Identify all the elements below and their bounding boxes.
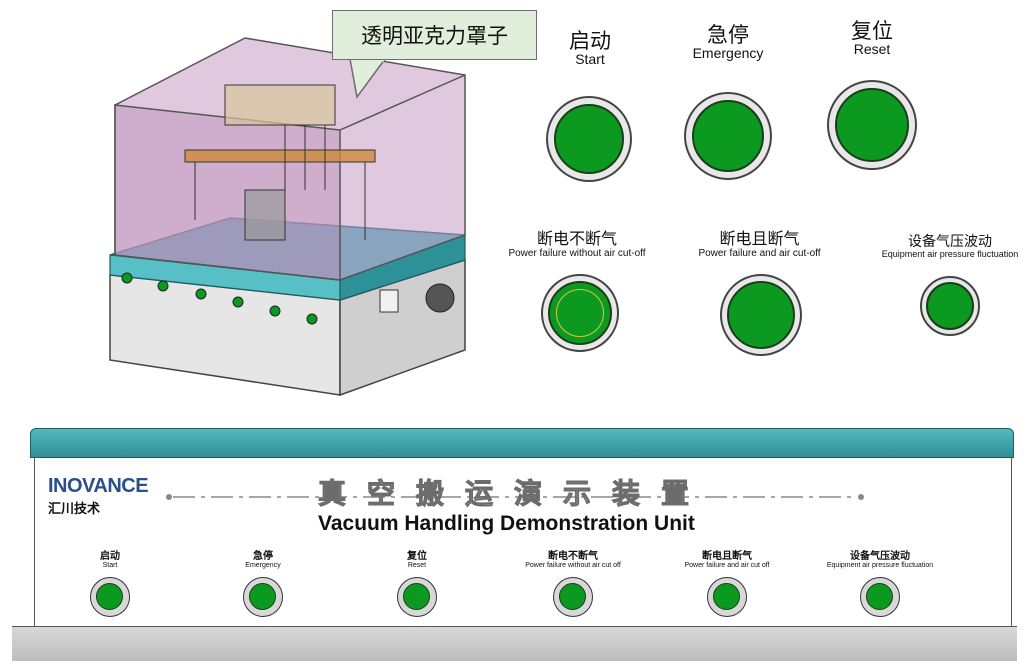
- panel-label-cn: 复位: [407, 551, 427, 562]
- panel-label-en: Start: [102, 562, 118, 569]
- panel-label-start: 启动 Start: [10, 547, 210, 569]
- emergency-button-light: [692, 100, 764, 172]
- panel-label-power-fail-no-air-cut: 断电不断气 Power failure without air cut off: [473, 547, 673, 569]
- legend-label-cn: 断电且断气: [719, 229, 800, 248]
- legend-label-cn: 设备气压波动: [908, 234, 992, 250]
- legend-label-en: Reset: [853, 41, 891, 58]
- panel-label-en: Power failure and air cut off: [684, 562, 770, 569]
- highlight-ring: [556, 289, 604, 337]
- brand-logo-en: INOVANCE: [48, 475, 149, 497]
- power-fail-air-cut-button[interactable]: [720, 274, 802, 356]
- panel-emergency-light: [249, 583, 276, 610]
- panel-label-cn: 断电且断气: [702, 551, 752, 562]
- panel-air-pressure-fluctuation-button[interactable]: [860, 577, 900, 617]
- panel-air-pressure-fluctuation-light: [866, 583, 893, 610]
- panel-label-cn: 急停: [253, 551, 273, 562]
- panel-label-en: Equipment air pressure fluctuation: [826, 562, 934, 569]
- panel-title-cn: 真空搬运演示装置: [317, 477, 711, 511]
- title-dash-line: [166, 494, 864, 500]
- panel-start-button[interactable]: [90, 577, 130, 617]
- panel-bottom-band: [12, 626, 1017, 661]
- panel-emergency-button[interactable]: [243, 577, 283, 617]
- panel-power-fail-air-cut-light: [713, 583, 740, 610]
- panel-label-cn: 断电不断气: [548, 551, 598, 562]
- legend-label-cn: 复位: [851, 19, 893, 43]
- panel-label-power-fail-air-cut: 断电且断气 Power failure and air cut off: [627, 547, 827, 569]
- legend-label-cn: 断电不断气: [536, 229, 617, 248]
- panel-label-emergency: 急停 Emergency: [163, 547, 363, 569]
- legend-label-cn: 急停: [707, 23, 749, 47]
- legend-reset: 复位 Reset: [812, 20, 932, 57]
- callout-text: 透明亚克力罩子: [361, 24, 508, 48]
- legend-start: 启动 Start: [530, 30, 650, 67]
- panel-label-cn: 启动: [100, 551, 120, 562]
- control-panel: INOVANCE 汇川技术: [12, 428, 1017, 661]
- panel-title-en: Vacuum Handling Demonstration Unit: [318, 512, 695, 535]
- emergency-button[interactable]: [684, 92, 772, 180]
- panel-label-cn: 设备气压波动: [850, 551, 910, 562]
- reset-button[interactable]: [827, 80, 917, 170]
- power-fail-no-air-cut-button[interactable]: [541, 274, 619, 352]
- legend-air-pressure-fluctuation: 设备气压波动 Equipment air pressure fluctuatio…: [866, 235, 1034, 260]
- start-button-light: [554, 104, 624, 174]
- panel-label-en: Emergency: [245, 562, 281, 569]
- legend-label-en: Emergency: [692, 45, 764, 62]
- legend-emergency: 急停 Emergency: [668, 24, 788, 61]
- panel-label-air-pressure-fluctuation: 设备气压波动 Equipment air pressure fluctuatio…: [780, 547, 980, 569]
- air-pressure-fluctuation-light: [926, 282, 974, 330]
- callout-pointer: [349, 59, 386, 99]
- power-fail-air-cut-light: [727, 281, 795, 349]
- legend-label-en: Equipment air pressure fluctuation: [881, 248, 1019, 259]
- callout-label: 透明亚克力罩子: [332, 10, 537, 60]
- panel-label-en: Power failure without air cut off: [525, 562, 621, 569]
- panel-start-light: [96, 583, 123, 610]
- panel-power-fail-air-cut-button[interactable]: [707, 577, 747, 617]
- panel-top-band: [30, 428, 1014, 458]
- legend-label-en: Start: [575, 51, 605, 68]
- legend-power-fail-air-cut: 断电且断气 Power failure and air cut-off: [672, 229, 847, 259]
- legend-label-cn: 启动: [569, 29, 611, 53]
- reset-button-light: [835, 88, 909, 162]
- panel-face: [34, 458, 1012, 648]
- panel-label-reset: 复位 Reset: [317, 547, 517, 569]
- panel-reset-button[interactable]: [397, 577, 437, 617]
- start-button[interactable]: [546, 96, 632, 182]
- air-pressure-fluctuation-button[interactable]: [920, 276, 980, 336]
- legend-power-fail-no-air-cut: 断电不断气 Power failure without air cut-off: [482, 229, 672, 259]
- legend-label-en: Power failure without air cut-off: [508, 247, 646, 259]
- machine-illustration: [109, 37, 466, 397]
- panel-reset-light: [403, 583, 430, 610]
- panel-power-fail-no-air-cut-button[interactable]: [553, 577, 593, 617]
- panel-label-en: Reset: [407, 562, 427, 569]
- panel-power-fail-no-air-cut-light: [559, 583, 586, 610]
- brand-logo-cn: 汇川技术: [48, 502, 101, 517]
- legend-label-en: Power failure and air cut-off: [698, 247, 821, 259]
